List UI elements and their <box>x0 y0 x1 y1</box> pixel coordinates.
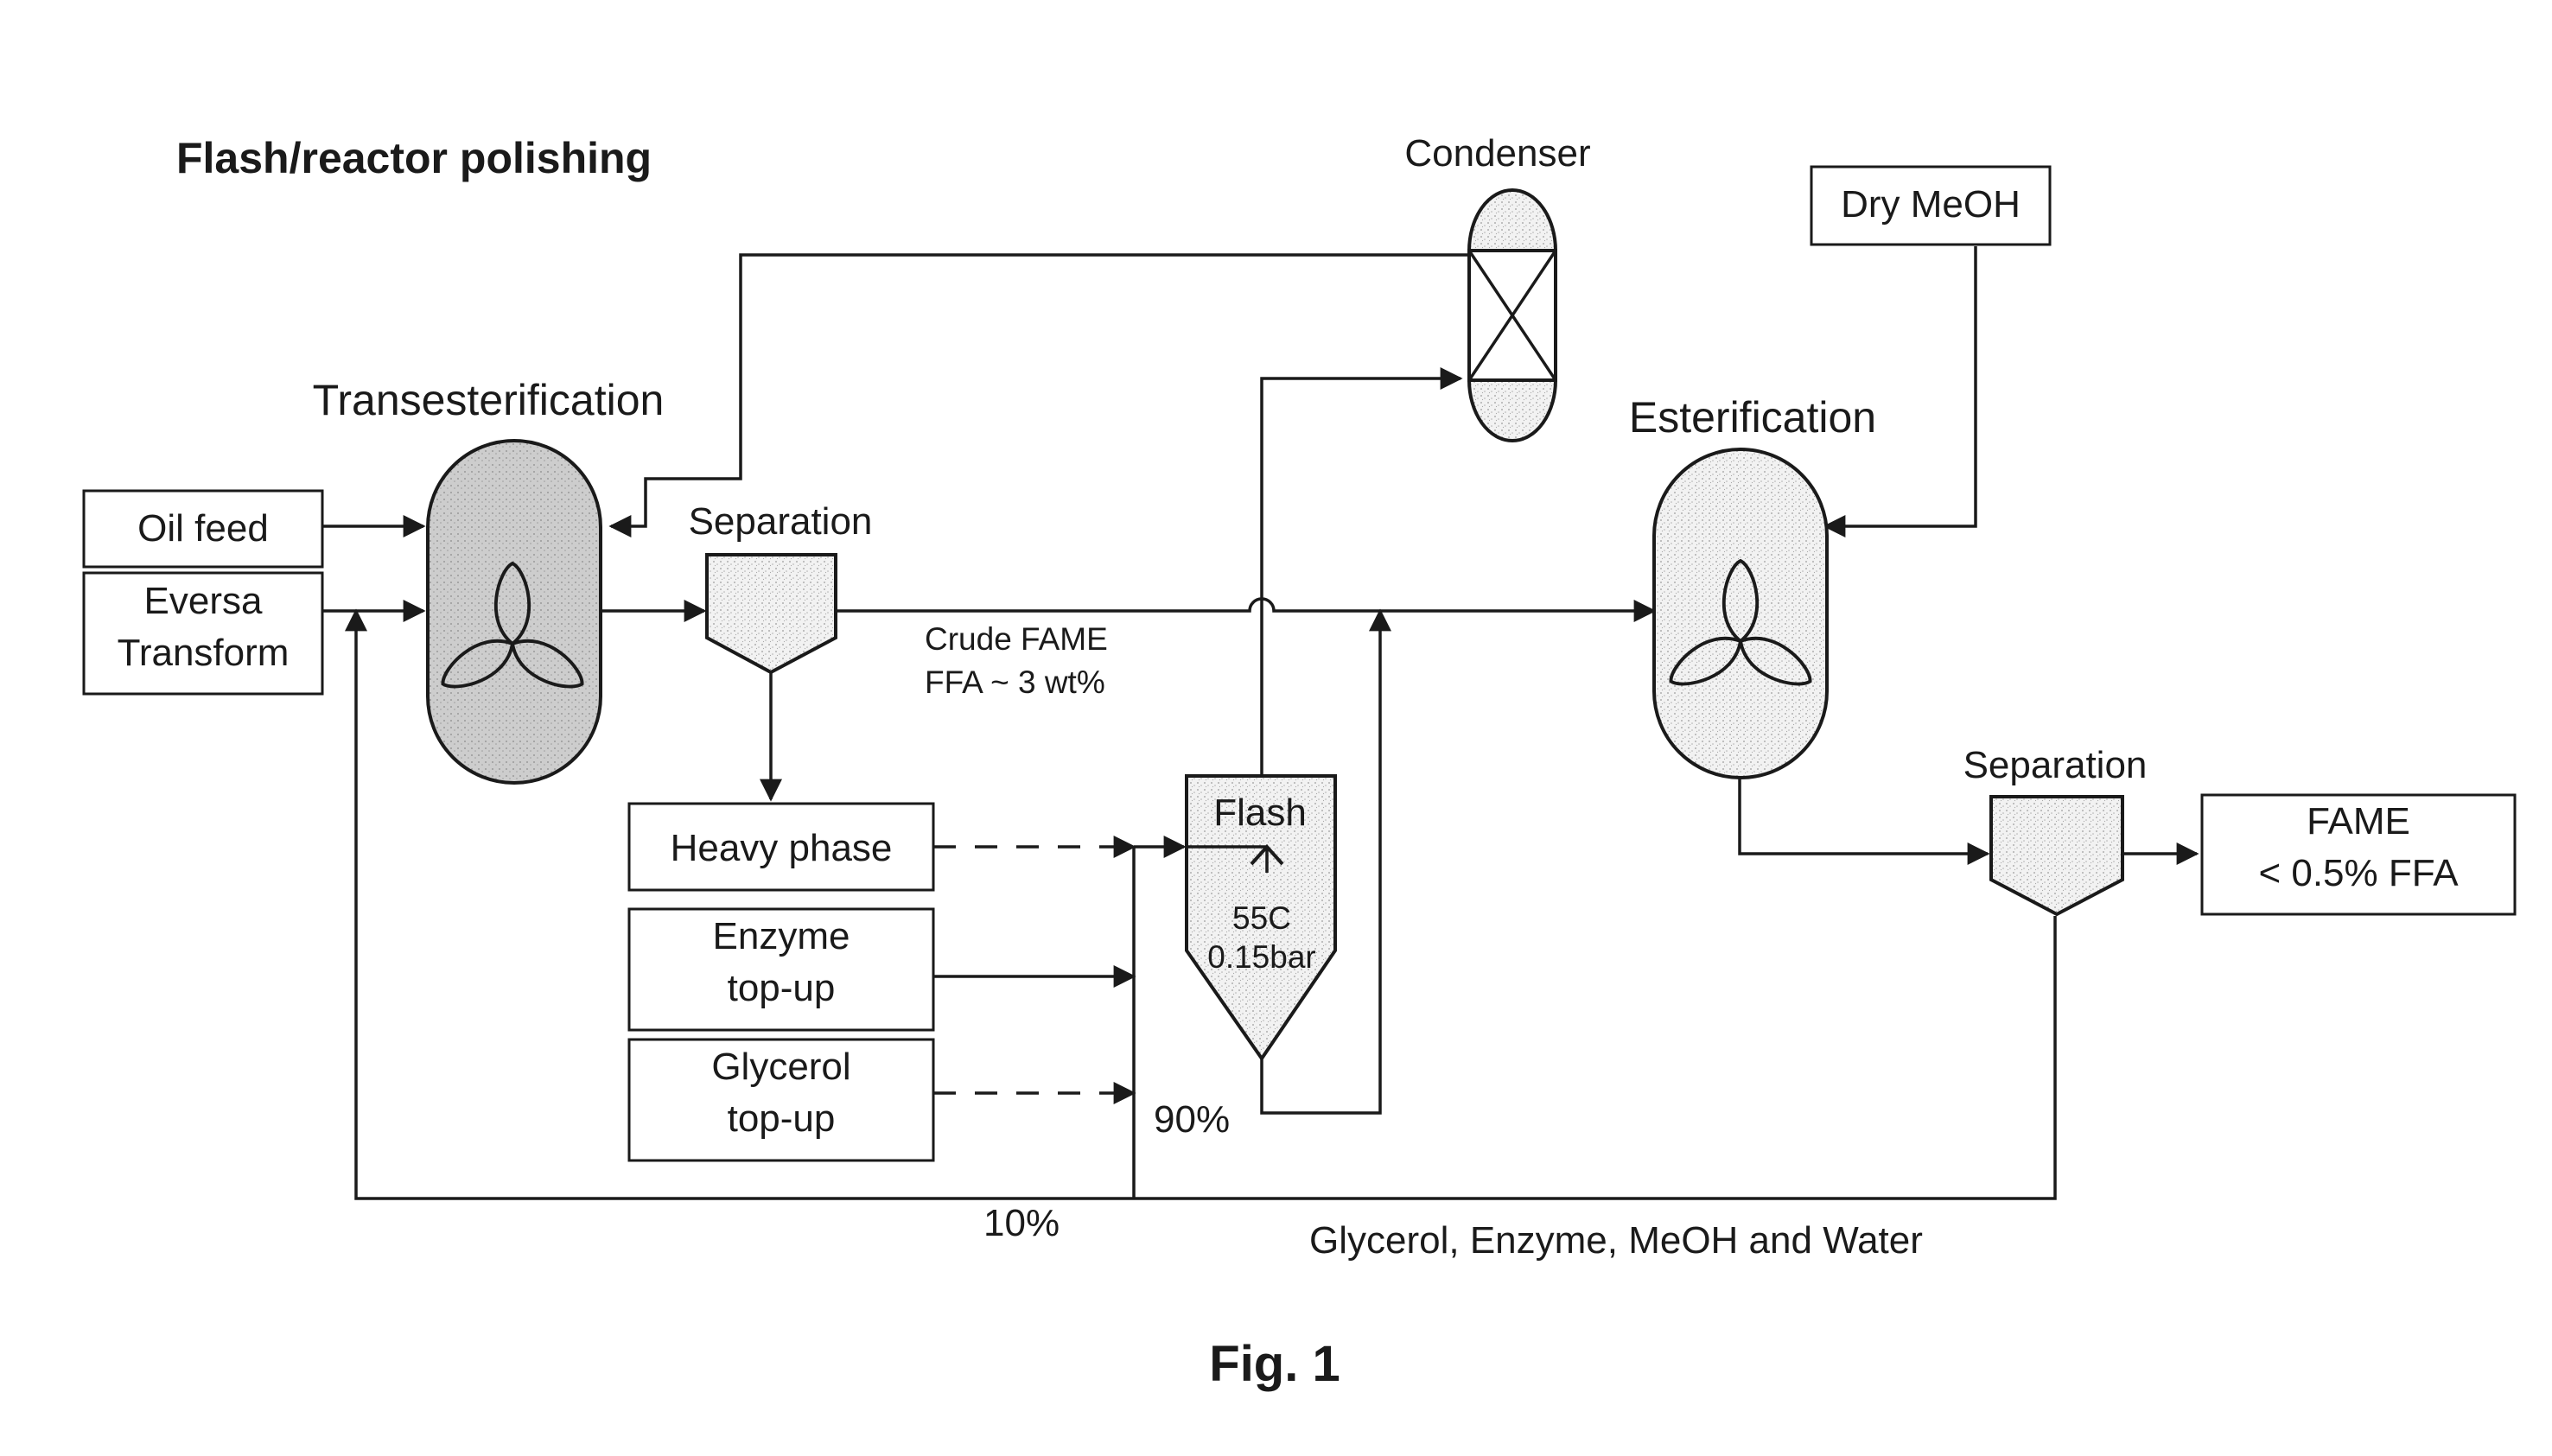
oil-feed-label: Oil feed <box>137 507 269 550</box>
glycerol-topup-box: Glycerol top-up <box>627 1038 935 1162</box>
oil-feed-box: Oil feed <box>82 489 324 569</box>
dry-meoh-box: Dry MeOH <box>1810 165 2052 246</box>
diagram-title: Flash/reactor polishing <box>176 134 652 182</box>
fame-product-box: FAME < 0.5% FFA <box>2200 793 2517 916</box>
separation-1-label: Separation <box>689 500 873 543</box>
eversa-label-line2: Transform <box>118 632 290 674</box>
flash-pressure: 0.15bar <box>1207 939 1316 975</box>
recycle-10-label: 10% <box>983 1202 1060 1244</box>
condenser-return-stream <box>608 253 1478 537</box>
separation-2-label: Separation <box>1963 744 2148 786</box>
flash-temperature: 55C <box>1232 900 1291 936</box>
esterification-reactor: Esterification <box>1629 393 1876 779</box>
flash-label: Flash <box>1213 792 1307 834</box>
crude-fame-stream <box>836 597 1657 622</box>
esterification-to-separation-stream <box>1738 778 1990 865</box>
process-streams <box>322 246 2199 1200</box>
enzyme-label-line2: top-up <box>728 967 836 1009</box>
dry-meoh-stream <box>1823 246 1977 537</box>
enzyme-topup-box: Enzyme top-up <box>627 907 935 1032</box>
esterification-label: Esterification <box>1629 393 1876 442</box>
heavy-phase-label: Heavy phase <box>671 827 893 869</box>
crude-fame-label-line2: FFA ~ 3 wt% <box>925 664 1105 700</box>
eversa-transform-box: Eversa Transform <box>82 571 324 696</box>
heavy-phase-box: Heavy phase <box>627 802 935 892</box>
transesterification-label: Transesterification <box>313 376 665 424</box>
flash-vessel: Flash 55C 0.15bar <box>1185 774 1337 1062</box>
transesterification-reactor: Transesterification <box>313 376 665 785</box>
product-label-line1: FAME <box>2307 800 2410 842</box>
condenser-label: Condenser <box>1404 132 1590 175</box>
glycerol-label-line2: top-up <box>728 1097 836 1140</box>
product-label-line2: < 0.5% FFA <box>2258 852 2459 894</box>
dry-meoh-label: Dry MeOH <box>1841 183 2021 226</box>
figure-caption: Fig. 1 <box>1209 1336 1340 1392</box>
glycerol-label-line1: Glycerol <box>711 1046 850 1088</box>
flash-bottoms-recycle <box>1260 608 1391 1115</box>
agitator-icon <box>441 561 584 689</box>
eversa-label-line1: Eversa <box>144 580 263 622</box>
flash-vapour-stream <box>1260 367 1463 776</box>
enzyme-label-line1: Enzyme <box>713 915 850 957</box>
separation-vessel-2: Separation <box>1963 744 2148 917</box>
agitator-icon <box>1669 558 1812 686</box>
glycerol-enzyme-recycle <box>345 608 2057 1200</box>
separation-vessel-1: Separation <box>689 500 873 675</box>
recycle-stream-label: Glycerol, Enzyme, MeOH and Water <box>1309 1219 1923 1262</box>
recycle-90-label: 90% <box>1154 1098 1230 1141</box>
condenser: Condenser <box>1404 132 1591 442</box>
crude-fame-label-line1: Crude FAME <box>925 621 1108 657</box>
